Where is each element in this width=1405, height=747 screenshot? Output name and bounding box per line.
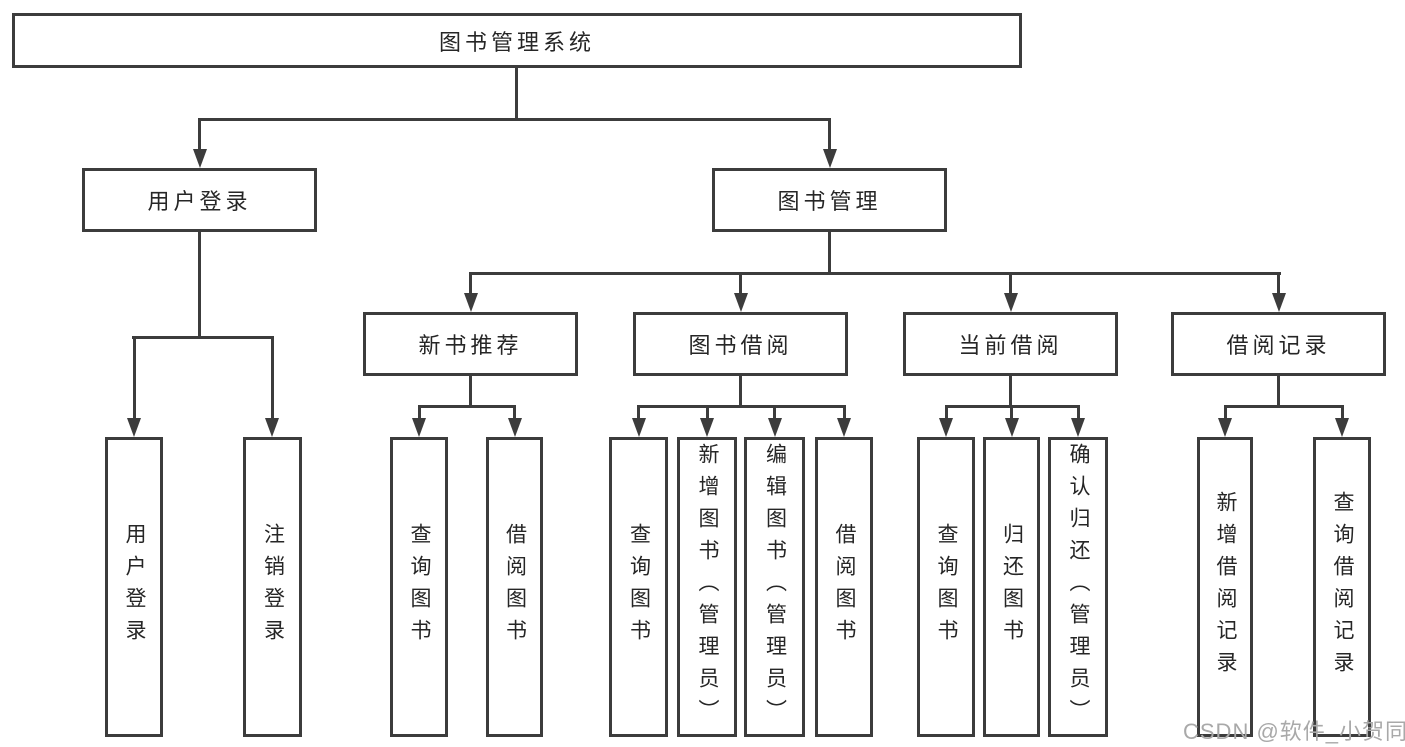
arrow-down-icon — [1004, 293, 1018, 312]
node-borrow-records-label: 借阅记录 — [1226, 333, 1331, 358]
connector-vline — [637, 405, 640, 420]
leaf-user-login: 用户登录 — [105, 437, 163, 737]
connector-vline — [1009, 272, 1012, 295]
node-user-login-label: 用户登录 — [147, 189, 252, 214]
node-book-borrow-label: 图书借阅 — [688, 333, 793, 358]
leaf-bb-add-books-admin: 新增图书（管理员） — [677, 437, 737, 737]
leaf-br-add-record: 新增借阅记录 — [1197, 437, 1253, 737]
leaf-cb-query-books: 查询图书 — [917, 437, 975, 737]
connector-vline — [706, 405, 709, 420]
leaf-br-add-record-label: 新增借阅记录 — [1214, 491, 1237, 683]
connector-vline — [739, 376, 742, 408]
connector-vline — [198, 232, 201, 339]
arrow-down-icon — [1218, 418, 1232, 437]
node-book-management: 图书管理 — [712, 168, 947, 232]
connector-hline — [198, 118, 831, 121]
leaf-user-login-label: 用户登录 — [123, 523, 146, 651]
node-library-system: 图书管理系统 — [12, 13, 1022, 68]
arrow-down-icon — [193, 149, 207, 168]
connector-vline — [843, 405, 846, 420]
arrow-down-icon — [939, 418, 953, 437]
connector-vline — [198, 118, 201, 151]
arrow-down-icon — [1005, 418, 1019, 437]
node-new-book-recommend-label: 新书推荐 — [418, 333, 523, 358]
arrow-down-icon — [464, 293, 478, 312]
arrow-down-icon — [265, 418, 279, 437]
arrow-down-icon — [1071, 418, 1085, 437]
leaf-logout-label: 注销登录 — [261, 523, 285, 651]
node-book-borrow: 图书借阅 — [633, 312, 848, 376]
leaf-bb-borrow-books: 借阅图书 — [815, 437, 873, 737]
leaf-cb-return-books: 归还图书 — [983, 437, 1040, 737]
connector-vline — [513, 405, 516, 420]
arrow-down-icon — [1272, 293, 1286, 312]
leaf-bb-edit-books-admin: 编辑图书（管理员） — [744, 437, 805, 737]
connector-vline — [1077, 405, 1080, 420]
connector-vline — [828, 232, 831, 275]
connector-vline — [828, 118, 831, 151]
connector-vline — [1224, 405, 1227, 420]
connector-vline — [133, 336, 136, 420]
connector-vline — [1010, 405, 1013, 420]
connector-vline — [1277, 376, 1280, 408]
node-user-login: 用户登录 — [82, 168, 317, 232]
arrow-down-icon — [823, 149, 837, 168]
leaf-cb-query-books-label: 查询图书 — [935, 523, 958, 651]
leaf-bb-borrow-books-label: 借阅图书 — [833, 523, 856, 651]
leaf-bb-query-books-label: 查询图书 — [627, 523, 651, 651]
node-book-management-label: 图书管理 — [777, 189, 882, 214]
leaf-nbr-query-books-label: 查询图书 — [408, 523, 431, 651]
connector-vline — [945, 405, 948, 420]
arrow-down-icon — [768, 418, 782, 437]
leaf-cb-return-books-label: 归还图书 — [1000, 523, 1024, 651]
leaf-cb-confirm-return-admin: 确认归还（管理员） — [1048, 437, 1108, 737]
connector-vline — [469, 376, 472, 408]
leaf-nbr-query-books: 查询图书 — [390, 437, 448, 737]
connector-hline — [469, 272, 1281, 275]
leaf-cb-confirm-return-admin-label: 确认归还（管理员） — [1067, 443, 1090, 731]
connector-vline — [418, 405, 421, 420]
connector-hline — [637, 405, 846, 408]
node-new-book-recommend: 新书推荐 — [363, 312, 578, 376]
leaf-br-query-record: 查询借阅记录 — [1313, 437, 1371, 737]
connector-vline — [1341, 405, 1344, 420]
leaf-bb-add-books-admin-label: 新增图书（管理员） — [696, 443, 719, 731]
arrow-down-icon — [734, 293, 748, 312]
node-library-system-label: 图书管理系统 — [438, 29, 595, 55]
arrow-down-icon — [127, 418, 141, 437]
csdn-watermark: CSDN @软件_小贺同学 — [1183, 719, 1405, 744]
arrow-down-icon — [412, 418, 426, 437]
connector-hline — [132, 336, 274, 339]
leaf-logout: 注销登录 — [243, 437, 302, 737]
connector-vline — [515, 68, 518, 121]
leaf-nbr-borrow-books: 借阅图书 — [486, 437, 543, 737]
leaf-nbr-borrow-books-label: 借阅图书 — [503, 523, 527, 651]
connector-hline — [1224, 405, 1344, 408]
arrow-down-icon — [1335, 418, 1349, 437]
leaf-br-query-record-label: 查询借阅记录 — [1331, 491, 1354, 683]
connector-hline — [418, 405, 516, 408]
connector-vline — [1009, 376, 1012, 408]
connector-vline — [739, 272, 742, 295]
arrow-down-icon — [632, 418, 646, 437]
arrow-down-icon — [837, 418, 851, 437]
node-borrow-records: 借阅记录 — [1171, 312, 1386, 376]
connector-vline — [469, 272, 472, 295]
node-current-borrow: 当前借阅 — [903, 312, 1118, 376]
node-current-borrow-label: 当前借阅 — [958, 333, 1063, 358]
arrow-down-icon — [700, 418, 714, 437]
leaf-bb-edit-books-admin-label: 编辑图书（管理员） — [763, 443, 787, 731]
connector-vline — [271, 336, 274, 420]
leaf-bb-query-books: 查询图书 — [609, 437, 668, 737]
arrow-down-icon — [508, 418, 522, 437]
connector-vline — [1277, 272, 1280, 295]
connector-vline — [773, 405, 776, 420]
